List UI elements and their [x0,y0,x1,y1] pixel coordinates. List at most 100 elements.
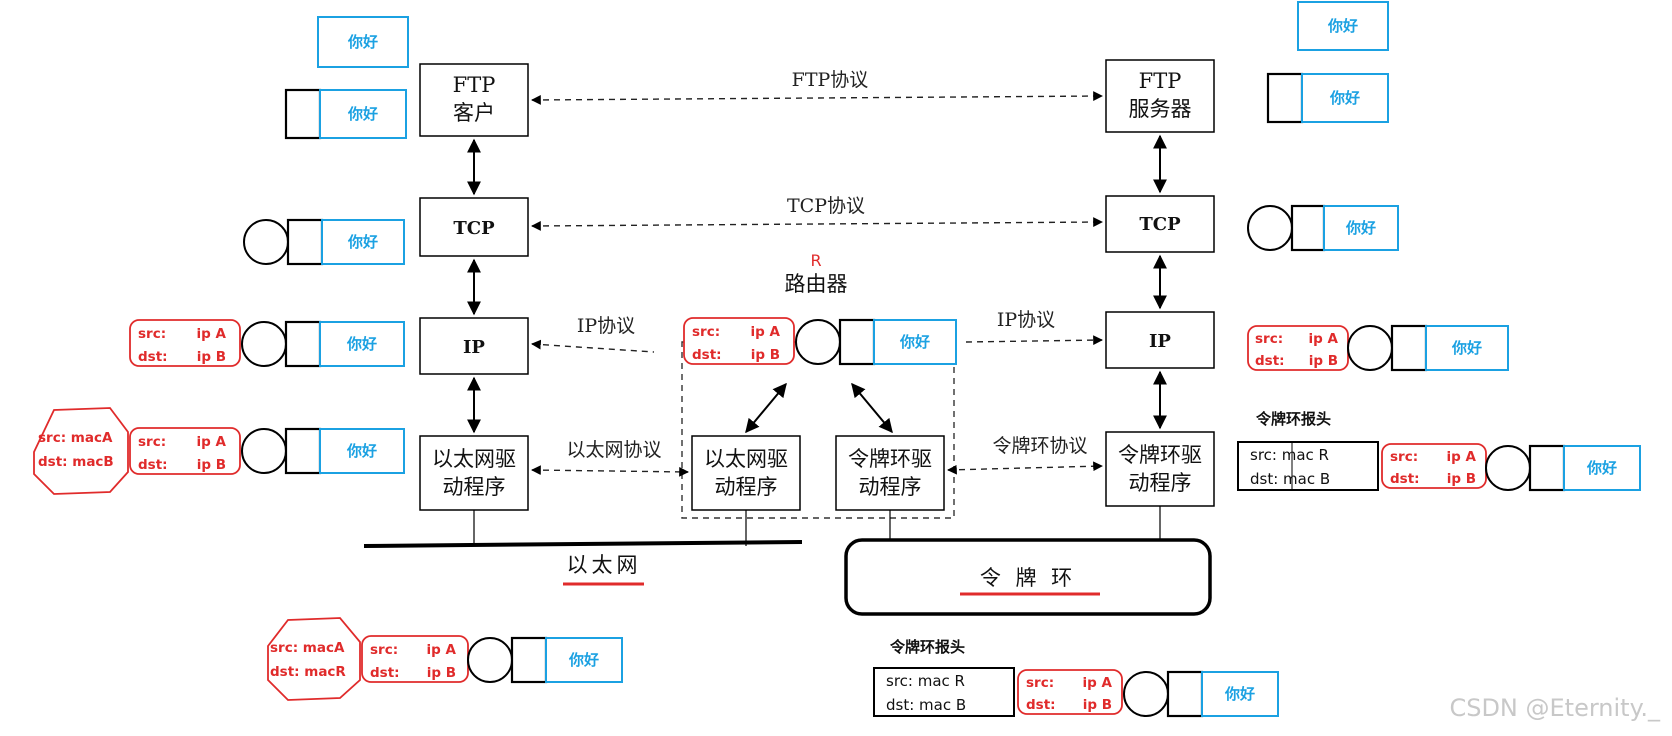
token-src: src: mac R [886,672,965,690]
token-driver-box-right [1105,431,1215,507]
ftp-client-label-line1: FTP [453,73,496,97]
token-driver-right-line2: 动程序 [1129,471,1192,495]
networks: 以太网 令 牌 环 [363,538,1212,616]
data-text: 你好 [1586,459,1617,477]
ip-box-right [1105,311,1215,369]
data-box [1425,325,1509,371]
ip-src-value: ip A [427,642,457,658]
ip-protocol-label-right: IP协议 [997,309,1055,331]
ftp-client-box [419,63,529,137]
data-box [317,16,409,68]
data-box [319,321,405,367]
tcp-label-left: TCP [453,218,495,239]
data-text: 你好 [347,33,378,51]
token-driver-router-line1: 令牌环驱 [848,447,932,471]
ftp-server-box [1105,59,1215,133]
app-header-square [510,636,548,684]
data-text: 你好 [346,442,377,460]
router-R-label: R [810,251,821,270]
packet-left-ftp: 你好 [284,88,407,140]
token-driver-right-line1: 令牌环驱 [1118,443,1202,467]
packet-left-ip: src: ip A dst: ip B 你好 [129,319,405,368]
ip-label-left: IP [463,337,485,358]
data-box [319,428,405,474]
data-box [873,319,957,365]
tcp-header-circle [241,428,287,474]
token-src: src: mac R [1250,446,1329,464]
ip-src-value: ip A [1447,449,1477,465]
ethernet-label: 以太网 [567,553,642,577]
packet-router-ip: src: ip A dst: ip B 你好 [683,317,957,366]
packet-bottom-token-ring: 令牌环报头 src: mac R dst: mac B src: ip A ds… [873,638,1279,718]
data-text: 你好 [346,335,377,353]
token-protocol-line [947,461,1103,475]
app-header-square [286,218,324,266]
mac-dst: dst: macB [38,454,114,470]
ip-src-value: ip A [197,326,227,342]
data-box [1563,445,1641,491]
ip-dst-label: dst: [138,349,168,365]
tcp-header-circle [1247,205,1293,251]
ip-label-right: IP [1149,331,1171,352]
token-ring-label: 令 牌 环 [980,566,1076,590]
router: R 路由器 以太网驱 动程序 令牌环驱 动程序 [681,251,955,546]
ip-src-label: src: [138,326,166,342]
ip-dst-value: ip B [1309,353,1338,369]
mac-src: src: macA [38,430,113,446]
watermark: CSDN @Eternity._ [1449,694,1661,722]
token-dst: dst: mac B [1250,470,1330,488]
ip-header-frame [683,317,795,365]
eth-driver-router-line1: 以太网驱 [704,447,788,471]
token-header-title: 令牌环报头 [890,638,965,656]
token-ring-shape [844,538,1212,616]
right-host-stack: FTP 服务器 TCP IP 令牌环驱 动程序 [1105,59,1215,540]
data-text: 你好 [347,233,378,251]
token-dst: dst: mac B [886,696,966,714]
ip-src-label: src: [692,324,720,340]
packet-right-tcp: 你好 [1247,204,1399,252]
ip-dst-value: ip B [1083,697,1112,713]
app-header-square [838,318,876,366]
packet-left-tcp: 你好 [243,218,405,266]
ip-dst-label: dst: [1026,697,1056,713]
mac-dst: dst: macR [270,664,346,680]
mac-header-frame [33,407,129,495]
app-header-square [284,88,322,140]
protocol-lines: FTP协议 TCP协议 IP协议 IP协议 以太网协议 令牌环协议 [531,69,1103,477]
ip-protocol-label-left: IP协议 [577,315,635,337]
tcp-protocol-label: TCP协议 [787,195,865,217]
ip-dst-value: ip B [427,665,456,681]
data-box [1301,73,1389,123]
ip-src-label: src: [1390,449,1418,465]
mac-header-frame [267,617,361,701]
ftp-server-label-line1: FTP [1139,69,1182,93]
ip-src-label: src: [1026,675,1054,691]
data-text: 你好 [1451,339,1482,357]
data-text: 你好 [568,651,599,669]
token-driver-router-line2: 动程序 [859,475,922,499]
left-host-stack: FTP 客户 TCP IP 以太网驱 动程序 [419,63,529,546]
packet-ethernet-to-router: src: macA dst: macR src: ip A dst: ip B … [267,617,623,701]
data-box [321,219,405,265]
eth-driver-box-left [419,435,529,511]
tcp-header-circle [1347,325,1393,371]
ethernet-protocol-line [531,465,689,477]
tcp-header-circle [1485,445,1531,491]
ip-header-frame [129,427,241,475]
eth-driver-left-line1: 以太网驱 [432,447,516,471]
tcp-box-left [419,197,529,257]
ip-protocol-line-right [965,335,1103,346]
mac-src: src: macA [270,640,345,656]
tcp-header-circle [795,319,841,365]
app-header-square [1290,204,1326,252]
data-text: 你好 [1329,89,1360,107]
ip-src-value: ip A [1083,675,1113,691]
app-header-square [1166,670,1204,718]
ip-box-left [419,317,529,375]
app-header-square [1390,324,1428,372]
ethernet-protocol-label: 以太网协议 [566,439,661,461]
eth-driver-box-router [691,435,801,511]
data-box [1297,1,1389,51]
ip-dst-value: ip B [1447,471,1476,487]
